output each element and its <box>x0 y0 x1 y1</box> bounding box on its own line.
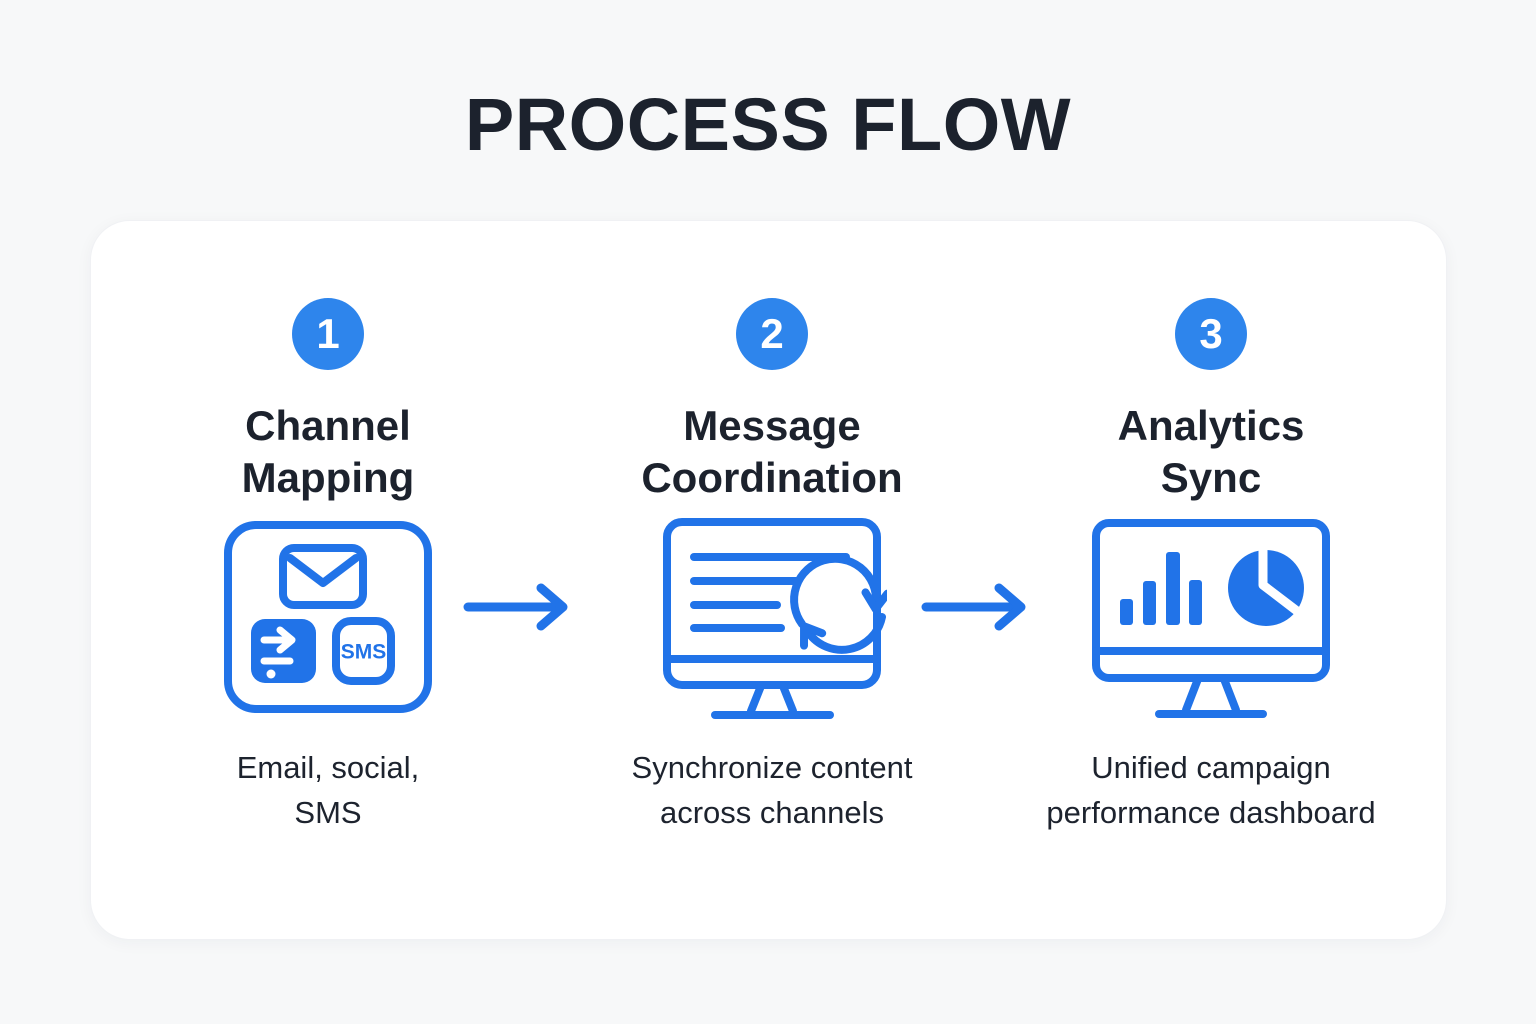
step-icon-slot <box>1091 518 1331 730</box>
page-title: PROCESS FLOW <box>464 83 1072 166</box>
step-title-line: Mapping <box>241 454 415 502</box>
step-title: Message Coordination <box>641 400 902 512</box>
step-title-line: Analytics <box>1117 402 1305 449</box>
step-number: 3 <box>1199 310 1223 357</box>
flow-arrow-icon <box>463 583 568 631</box>
sync-arrows-icon <box>790 554 887 654</box>
step-number: 2 <box>760 310 784 357</box>
flow-arrow-icon <box>921 583 1026 631</box>
sms-icon: SMS <box>332 617 395 685</box>
routing-icon <box>251 619 316 683</box>
step-message-coordination: 2 Message Coordination <box>562 298 982 836</box>
process-flow-card: 1 Channel Mapping <box>90 220 1447 940</box>
step-title: Analytics Sync <box>1118 400 1305 512</box>
step-description-line: Email, social, <box>236 750 420 785</box>
step-number-badge: 3 <box>1175 298 1247 370</box>
step-description-line: SMS <box>294 794 362 830</box>
step-title-line: Sync <box>1160 454 1262 502</box>
step-description-line: across channels <box>659 794 884 830</box>
text-lines-icon <box>690 553 850 632</box>
step-title-line: Coordination <box>641 454 903 502</box>
monitor-icon <box>663 518 881 719</box>
envelope-icon <box>279 544 367 609</box>
analytics-sync-icon <box>1092 519 1330 718</box>
step-title-line: Channel <box>245 402 411 449</box>
step-description-line: Synchronize content <box>631 750 913 785</box>
message-coordination-icon <box>663 518 887 719</box>
step-description-line: performance dashboard <box>1046 794 1376 830</box>
step-channel-mapping: 1 Channel Mapping <box>118 298 538 836</box>
step-description-line: Unified campaign <box>1091 750 1331 785</box>
pie-chart-icon <box>1228 539 1304 626</box>
sms-label: SMS <box>341 641 387 664</box>
step-analytics-sync: 3 Analytics Sync <box>1001 298 1421 836</box>
monitor-icon <box>1092 519 1330 718</box>
step-icon-slot: SMS <box>223 518 433 730</box>
step-description: Email, social, SMS <box>237 746 420 836</box>
step-number-badge: 2 <box>736 298 808 370</box>
step-description: Synchronize content across channels <box>632 746 913 836</box>
bar-chart-icon <box>1120 552 1202 625</box>
step-icon-slot <box>657 518 887 730</box>
step-number-badge: 1 <box>292 298 364 370</box>
step-description: Unified campaign performance dashboard <box>1046 746 1375 836</box>
step-number: 1 <box>316 310 340 357</box>
step-title-line: Message <box>683 402 861 449</box>
channel-mapping-icon: SMS <box>224 521 432 713</box>
step-title: Channel Mapping <box>242 400 415 512</box>
